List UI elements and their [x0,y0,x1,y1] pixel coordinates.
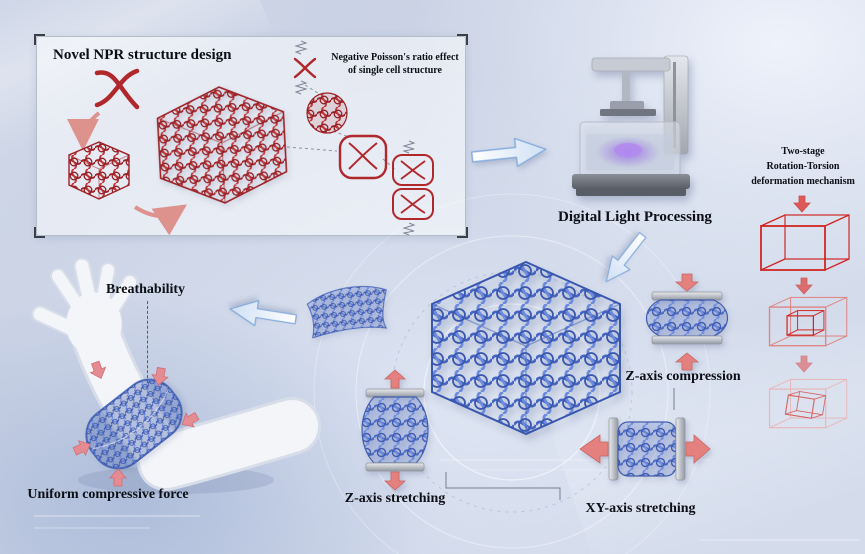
breathability-leader-line [147,301,148,383]
panel-corner-mark [457,227,468,238]
hand-fingers [33,259,136,335]
breathability-label: Breathability [105,282,186,297]
blue-lattice-cube-illustration [431,260,621,436]
printer-build-plate [600,109,656,116]
mechanism-arrow-icon [795,355,813,373]
z-stretching-label: Z-axis stretching [344,491,446,506]
z-stretching-specimen-illustration [361,369,429,491]
wireframe-cube-stage1-icon [760,214,850,271]
cell-effect-caption: Negative Poisson's ratio effect of singl… [325,52,465,77]
spring-icon [294,40,308,55]
mechanism-line1: Two-stage [781,146,825,157]
curved-arrow-icon [133,204,187,236]
force-arrow-down-icon [383,471,407,491]
force-arrow-up-icon [674,352,700,371]
tiny-cell-icon [293,57,317,79]
force-arrow-up-icon [383,369,407,389]
npr-structures-illustration [67,40,434,236]
wireframe-cube-stage2-icon [768,296,848,347]
single-cell-sequence-illustration [293,40,434,236]
mechanism-arrow-icon [795,277,813,295]
dlp-label: Digital Light Processing [558,209,712,225]
curved-arrow-icon [67,111,101,151]
uniform-force-label: Uniform compressive force [27,487,189,502]
cell-effect-caption-line1: Negative Poisson's ratio effect [331,52,459,63]
mechanism-arrow-icon [793,195,811,213]
panel-corner-mark [34,227,45,238]
uv-light-core [614,143,642,157]
npr-design-panel: Novel NPR structure design Negative Pois… [34,34,468,238]
large-lattice-cube-icon [156,86,288,204]
mechanism-line2: Rotation-Torsion [766,161,840,172]
npr-panel-title: Novel NPR structure design [53,47,232,63]
stacked-cells-icon [392,140,434,236]
connector-lines [445,388,675,500]
band-force-arrows [72,360,200,487]
panel-corner-mark [457,34,468,45]
flow-arrow-left-icon [229,300,298,327]
panel-corner-mark [34,34,45,45]
xy-stretching-specimen-illustration [579,417,711,481]
xy-stretching-label: XY-axis stretching [585,501,696,516]
rounded-cell-icon [338,134,388,180]
dlp-printer-illustration [572,55,690,196]
printer-top-arm [591,57,671,72]
force-arrow-right-icon [685,434,711,464]
printer-z-screw [622,71,630,103]
unit-cell-icon [94,68,140,110]
mesh-swatch-icon [306,286,388,339]
spring-icon [294,80,308,95]
small-lattice-cube-icon [68,141,130,200]
z-compression-label: Z-axis compression [625,369,741,384]
force-arrow-down-icon [674,273,700,292]
flow-arrow-down-icon [605,231,647,283]
cell-effect-caption-line2: of single cell structure [348,64,442,76]
printer-base [572,174,690,189]
arm-illustration [31,257,321,494]
force-arrow-left-icon [579,434,609,464]
mechanism-line3: deformation mechanism [751,176,855,187]
z-compression-specimen-illustration [645,273,729,371]
flow-arrow-right-icon [470,137,547,168]
mechanism-title: Two-stage Rotation-Torsion deformation m… [740,144,865,189]
wireframe-cube-stage3-icon [768,378,848,429]
compression-band-illustration [85,378,183,470]
compressed-cell-ball-icon [306,92,348,134]
